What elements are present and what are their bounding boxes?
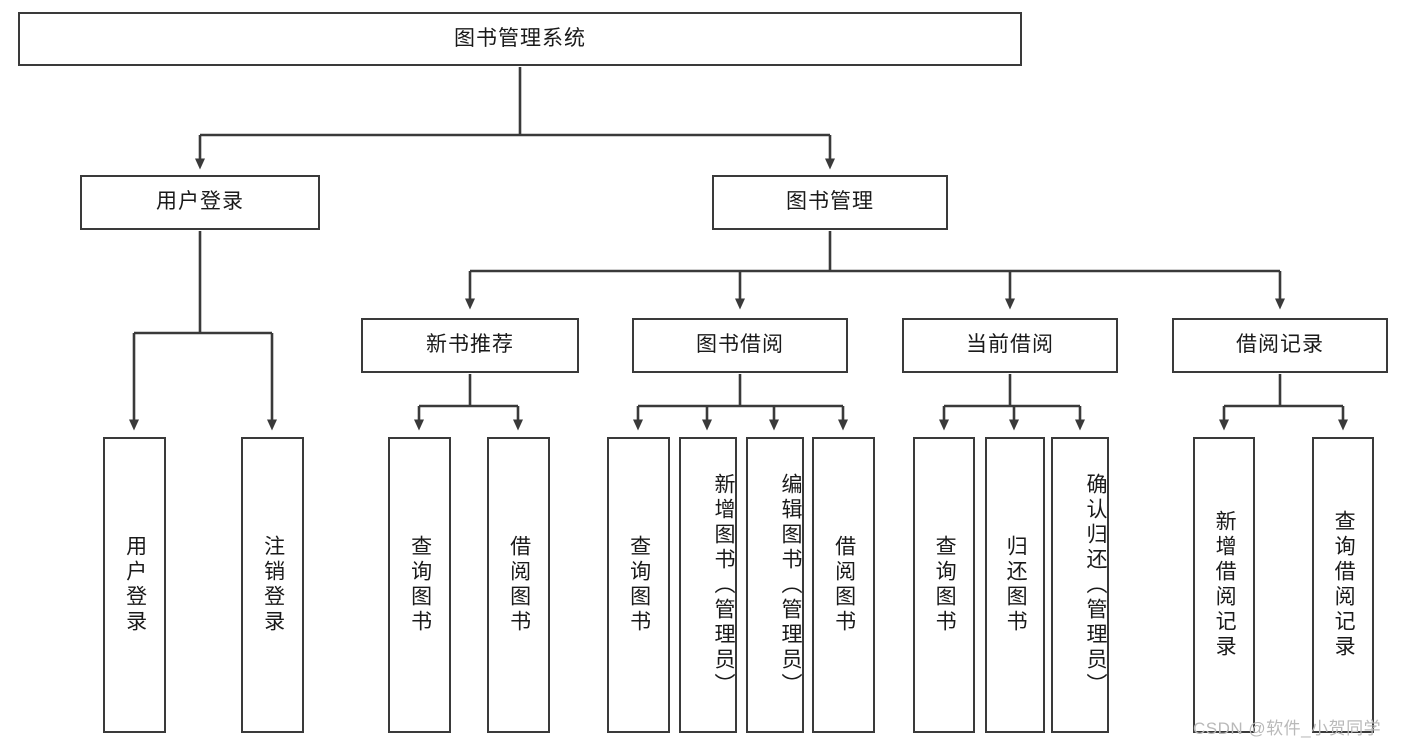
node-book-management-label: 图书管理 <box>786 190 874 214</box>
node-user-login-label: 用户登录 <box>156 190 244 214</box>
node-root-label: 图书管理系统 <box>454 26 586 50</box>
leaf-confirm-return-admin[interactable]: 确认归还（管理员） <box>1051 437 1109 733</box>
leaf-add-book-admin-label: 新增图书（管理员） <box>712 472 735 698</box>
node-current-borrowing[interactable]: 当前借阅 <box>902 318 1118 373</box>
leaf-borrow-books-borrowing[interactable]: 借阅图书 <box>812 437 875 733</box>
leaf-query-books-recommend[interactable]: 查询图书 <box>388 437 451 733</box>
leaf-query-borrow-record[interactable]: 查询借阅记录 <box>1312 437 1374 733</box>
node-borrow-records[interactable]: 借阅记录 <box>1172 318 1388 373</box>
leaf-borrow-books-recommend-label: 借阅图书 <box>507 535 531 635</box>
leaf-logout-label: 注销登录 <box>261 535 285 635</box>
leaf-return-books-label: 归还图书 <box>1004 535 1028 635</box>
leaf-user-login[interactable]: 用户登录 <box>103 437 166 733</box>
node-new-book-recommendation-label: 新书推荐 <box>426 333 514 357</box>
leaf-query-books-current-label: 查询图书 <box>933 535 957 635</box>
csdn-watermark: CSDN @软件_小贺同学 <box>1193 719 1382 738</box>
leaf-edit-book-admin-label: 编辑图书（管理员） <box>779 472 802 698</box>
leaf-query-books-current[interactable]: 查询图书 <box>913 437 975 733</box>
leaf-return-books[interactable]: 归还图书 <box>985 437 1045 733</box>
leaf-query-books-borrowing[interactable]: 查询图书 <box>607 437 670 733</box>
leaf-user-login-label: 用户登录 <box>123 535 147 635</box>
leaf-edit-book-admin[interactable]: 编辑图书（管理员） <box>746 437 804 733</box>
leaf-add-book-admin[interactable]: 新增图书（管理员） <box>679 437 737 733</box>
node-new-book-recommendation[interactable]: 新书推荐 <box>361 318 579 373</box>
leaf-query-borrow-record-label: 查询借阅记录 <box>1332 510 1356 660</box>
node-current-borrowing-label: 当前借阅 <box>966 333 1054 357</box>
leaf-add-borrow-record[interactable]: 新增借阅记录 <box>1193 437 1255 733</box>
leaf-borrow-books-recommend[interactable]: 借阅图书 <box>487 437 550 733</box>
leaf-logout[interactable]: 注销登录 <box>241 437 304 733</box>
leaf-query-books-recommend-label: 查询图书 <box>408 535 432 635</box>
node-book-management[interactable]: 图书管理 <box>712 175 948 230</box>
node-borrow-records-label: 借阅记录 <box>1236 333 1324 357</box>
leaf-add-borrow-record-label: 新增借阅记录 <box>1213 510 1237 660</box>
node-user-login[interactable]: 用户登录 <box>80 175 320 230</box>
leaf-confirm-return-admin-label: 确认归还（管理员） <box>1084 472 1107 698</box>
node-book-borrowing[interactable]: 图书借阅 <box>632 318 848 373</box>
leaf-query-books-borrowing-label: 查询图书 <box>627 535 651 635</box>
node-book-borrowing-label: 图书借阅 <box>696 333 784 357</box>
leaf-borrow-books-borrowing-label: 借阅图书 <box>832 535 856 635</box>
node-root[interactable]: 图书管理系统 <box>18 12 1022 66</box>
